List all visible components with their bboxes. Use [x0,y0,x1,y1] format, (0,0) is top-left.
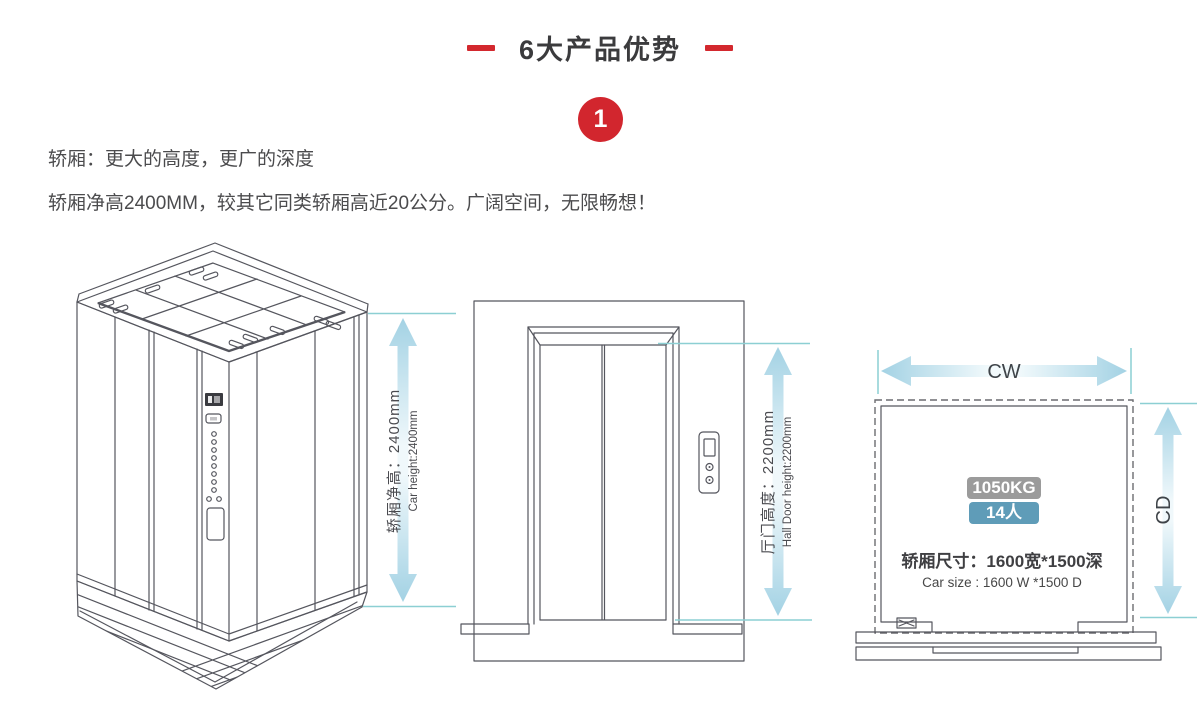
car-isometric-diagram: 轿厢净高：2400mm Car height:2400mm [76,242,456,690]
capacity-value: 1050KG [972,478,1035,497]
car-size-label-cn: 轿厢尺寸：1600宽*1500深 [901,551,1102,571]
door-frame [527,326,680,625]
intro-heading: 轿厢：更大的高度，更广的深度 [48,149,315,170]
car-depth-dimension: CD [1140,402,1197,619]
ceiling-light-icon [98,266,342,350]
intro-text-block: 轿厢：更大的高度，更广的深度 轿厢净高2400MM，较其它同类轿厢高近20公分。… [48,146,656,218]
cop-buttons [206,431,222,502]
car-height-label-cn: 轿厢净高：2400mm [386,389,403,533]
car-walls [76,301,368,642]
car-width-arrow-icon [881,356,1127,386]
floor-hatch-right [672,623,743,635]
door-height-dimension: 厅门高度：2200mm Hall Door height:2200mm [658,342,812,621]
capacity-badge: 1050KG [967,477,1041,499]
door-operator-icon [896,617,917,629]
step-number-badge: 1 [578,97,623,142]
title-dash-left-icon [466,44,495,51]
title-dash-right-icon [705,44,734,51]
intro-description: 轿厢净高2400MM，较其它同类轿厢高近20公分。广阔空间，无限畅想！ [48,193,657,214]
landing-wall [460,300,745,662]
plan-outline [855,399,1162,661]
car-ceiling [76,242,369,363]
section-title-row: 6大产品优势 [0,28,1200,67]
call-button-panel [698,431,720,494]
floor-hatch-left [460,623,530,635]
step-number: 1 [593,105,608,133]
persons-value: 14人 [986,503,1023,522]
car-height-label-en: Car height:2400mm [408,411,420,512]
persons-badge: 14人 [969,502,1039,524]
door-height-label-en: Hall Door height:2200mm [782,417,794,547]
door-height-label-cn: 厅门高度：2200mm [760,410,777,554]
car-depth-label: CD [1153,496,1175,525]
car-width-label: CW [987,361,1020,383]
car-size-label-en: Car size : 1600 W *1500 D [922,575,1082,590]
car-operating-panel [205,393,225,541]
door-height-arrow-icon [764,347,792,616]
car-plan-diagram: CW 1050KG 14人 轿厢尺寸：1600宽*1500深 Car size … [855,348,1197,661]
car-height-arrow-icon [389,318,417,602]
car-height-dimension: 轿厢净高：2400mm Car height:2400mm [363,312,456,608]
door-panels [539,344,667,621]
car-depth-arrow-icon [1154,407,1182,614]
hall-door-diagram: 厅门高度：2200mm Hall Door height:2200mm [460,300,812,662]
page-title: 6大产品优势 [518,35,682,65]
car-floor [76,580,368,690]
car-width-dimension: CW [877,348,1132,394]
